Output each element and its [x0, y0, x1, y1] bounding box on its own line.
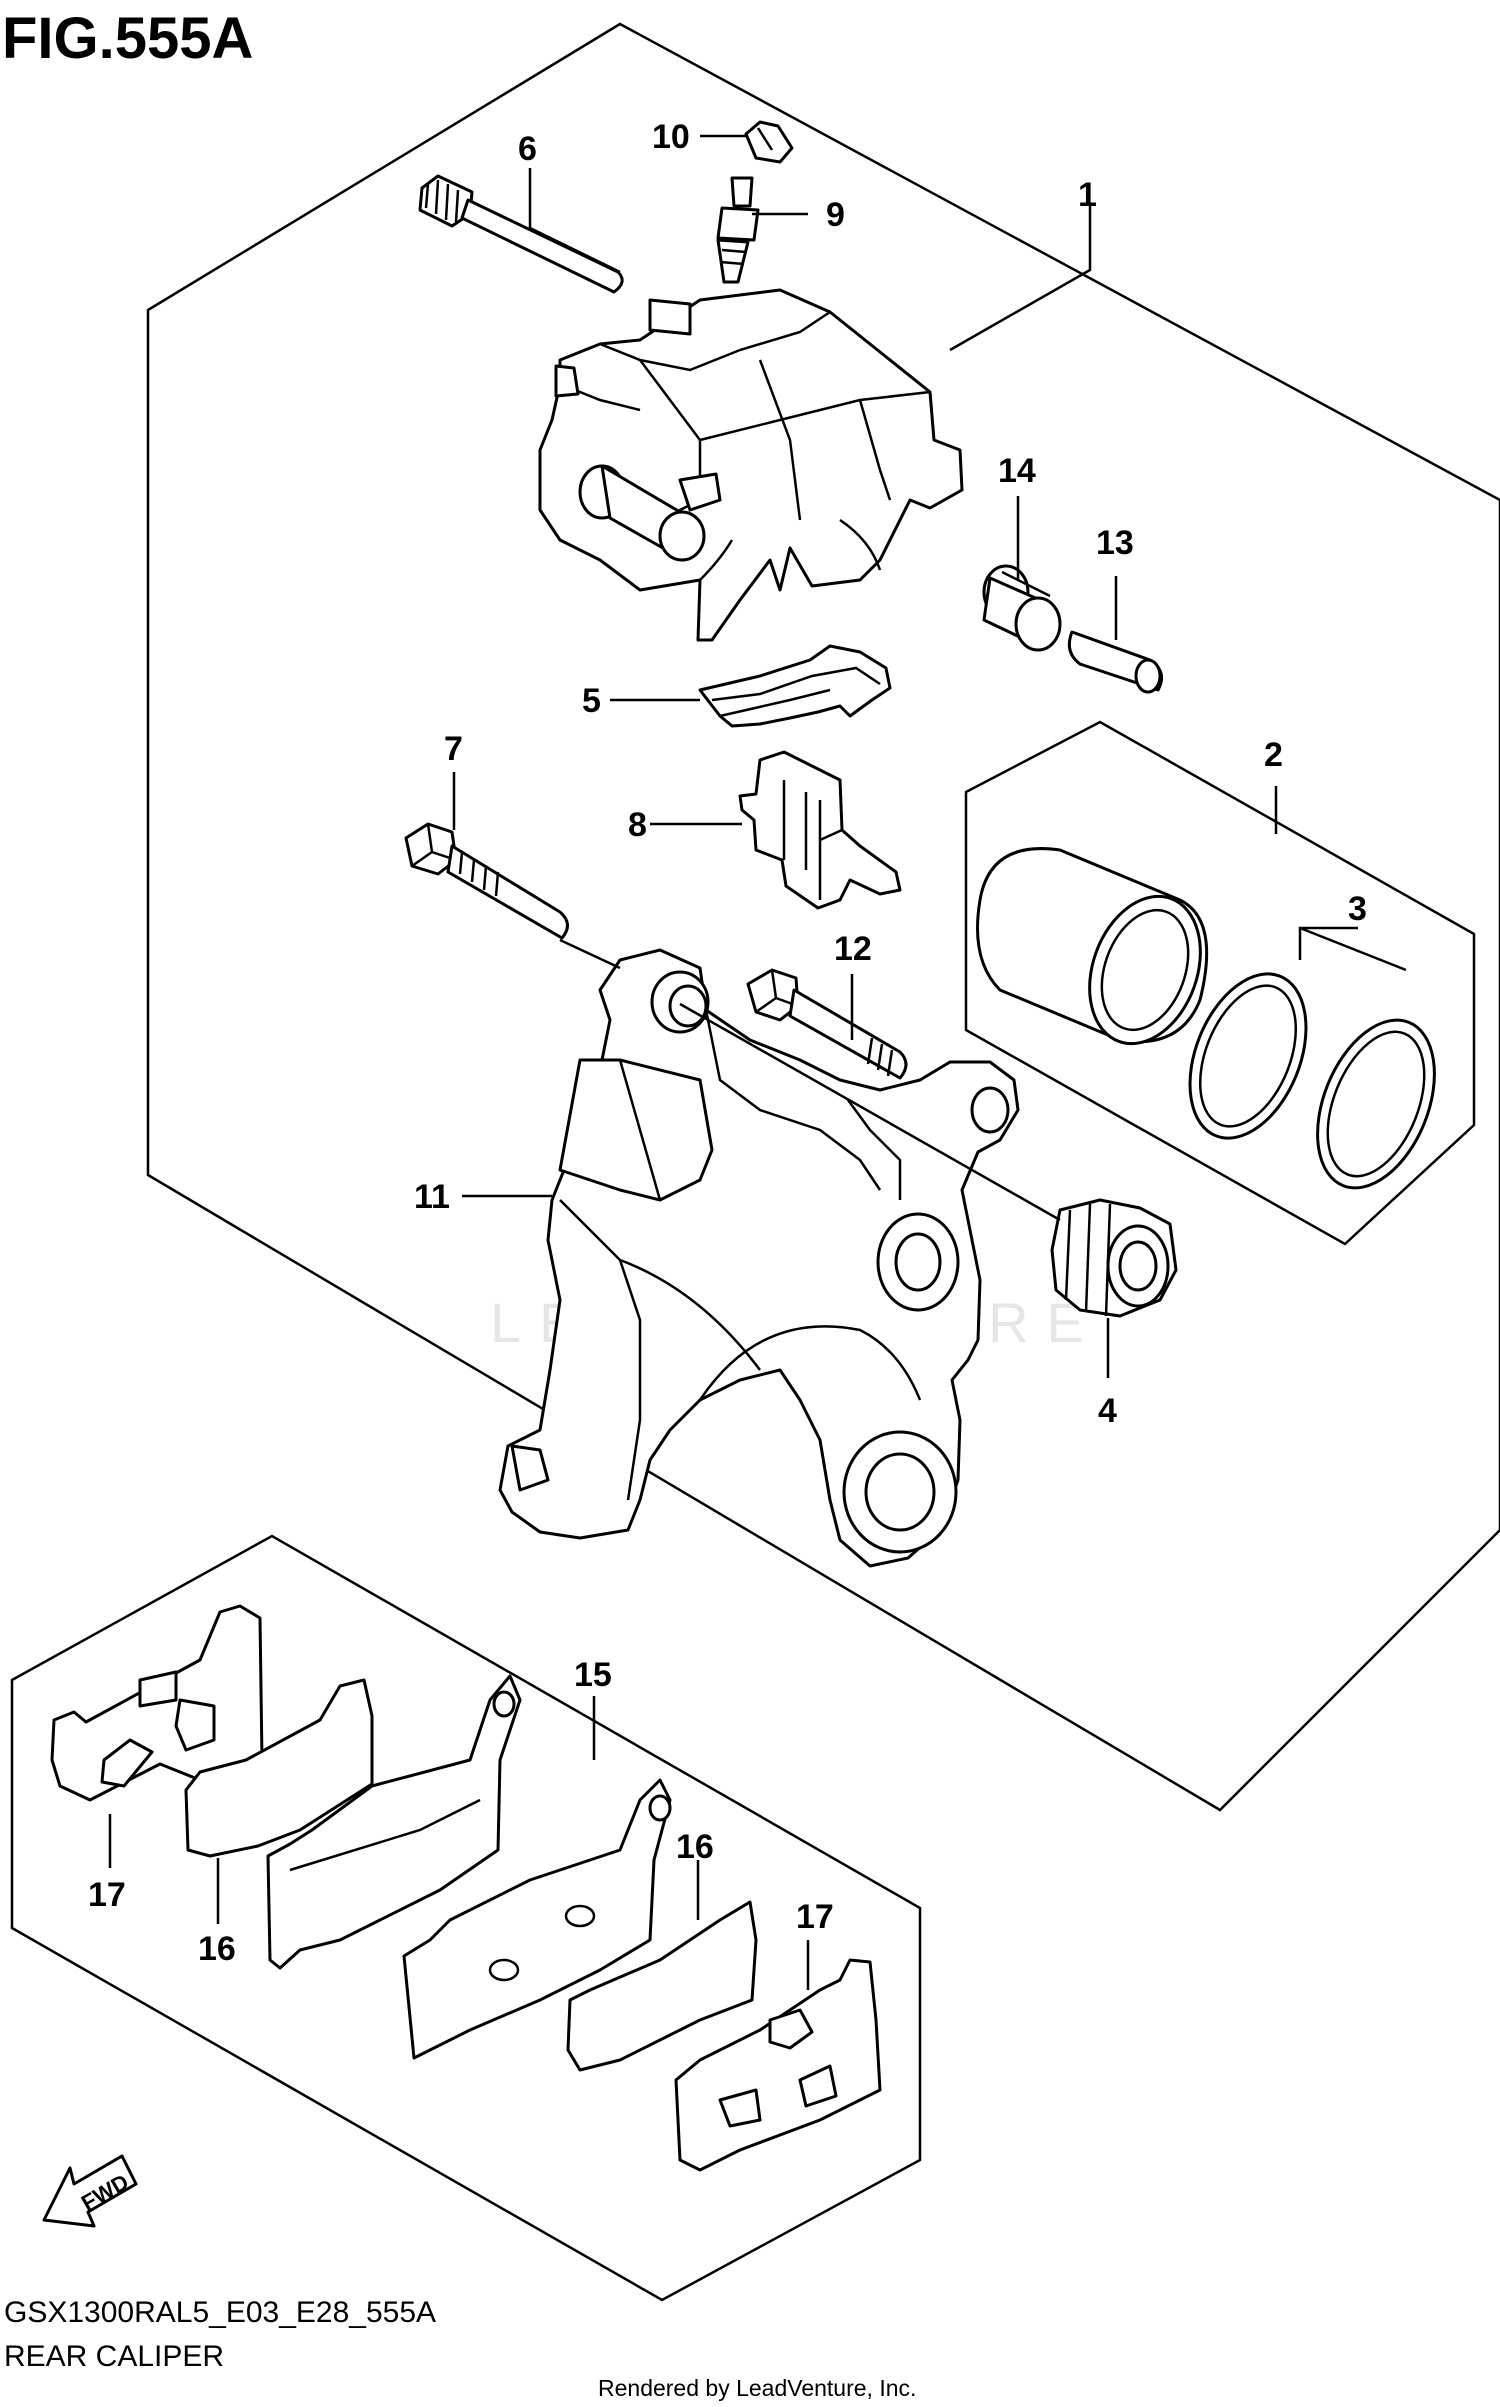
- fwd-arrow-icon: FWD: [42, 2154, 138, 2228]
- pad-left[interactable]: [266, 1674, 522, 1970]
- callout-17-left: 17: [88, 1876, 126, 1914]
- diagram-code: GSX1300RAL5_E03_E28_555A: [4, 2296, 436, 2329]
- leader-lines: [108, 134, 1407, 1990]
- callout-12: 12: [834, 930, 872, 968]
- callout-11: 11: [414, 1178, 450, 1216]
- piston-seal-outline: [964, 720, 1476, 1246]
- callout-6: 6: [518, 130, 537, 168]
- bolt-12[interactable]: [746, 968, 908, 1080]
- pad-shim-16-right[interactable]: [566, 1900, 758, 2072]
- piston-2[interactable]: [976, 847, 1220, 1060]
- pad-shim-17-left[interactable]: [50, 1604, 264, 1802]
- sleeve-13[interactable]: [1067, 630, 1164, 694]
- caliper-bracket-11[interactable]: [498, 948, 1020, 1568]
- callout-16-left: 16: [198, 1930, 236, 1968]
- callout-9: 9: [826, 196, 845, 234]
- bracket-boot-4[interactable]: [1050, 1198, 1178, 1318]
- callout-3: 3: [1348, 890, 1367, 928]
- render-credit: Rendered by LeadVenture, Inc.: [598, 2375, 916, 2401]
- callout-8: 8: [628, 806, 647, 844]
- callout-1: 1: [1078, 176, 1097, 214]
- piston-seals-3[interactable]: [1168, 957, 1458, 1205]
- callout-15: 15: [574, 1656, 612, 1694]
- pad-right[interactable]: [402, 1778, 672, 2060]
- bleeder-cap-10[interactable]: [744, 120, 794, 164]
- boot-14[interactable]: [982, 564, 1062, 652]
- callout-7: 7: [444, 730, 463, 768]
- pad-spring-5[interactable]: [698, 644, 892, 728]
- bleeder-valve-9[interactable]: [716, 176, 760, 284]
- callout-5: 5: [582, 682, 601, 720]
- callout-13: 13: [1096, 524, 1134, 562]
- pad-set-outline: [10, 1534, 922, 2302]
- diagram-name: REAR CALIPER: [4, 2340, 224, 2373]
- assembly-outline: [146, 22, 1500, 1812]
- callout-17-right: 17: [796, 1898, 834, 1936]
- caliper-body[interactable]: [538, 288, 964, 642]
- callout-4: 4: [1098, 1392, 1117, 1430]
- figure-title: FIG.555A: [2, 6, 253, 71]
- retainer-clip-8[interactable]: [738, 750, 902, 910]
- slide-pin-6[interactable]: [418, 174, 624, 294]
- callout-2: 2: [1264, 736, 1283, 774]
- callout-14: 14: [998, 452, 1036, 490]
- callout-16-right: 16: [676, 1828, 714, 1866]
- callout-10: 10: [652, 118, 690, 156]
- bolt-7[interactable]: [404, 822, 569, 940]
- pad-shim-16-left[interactable]: [184, 1678, 374, 1858]
- pad-shim-17-right[interactable]: [674, 1958, 882, 2172]
